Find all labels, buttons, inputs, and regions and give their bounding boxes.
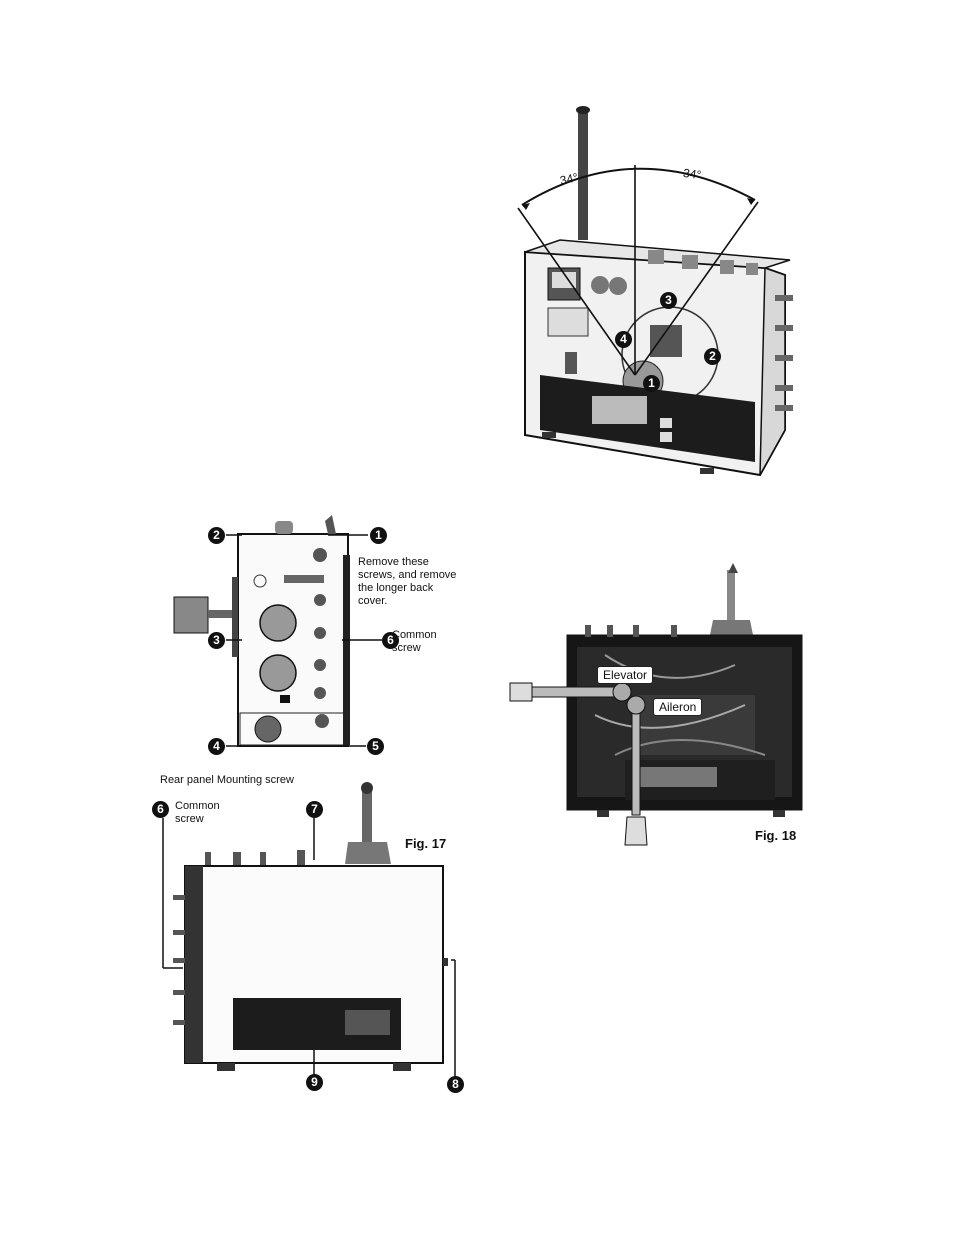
common-screw-label-back: Common screw: [392, 629, 452, 655]
callout-side-6: 6: [152, 801, 169, 818]
figure-17-back-view: 1 2 3 4 5 6 Remove these screws, and rem…: [160, 515, 470, 755]
callout-side-9: 9: [306, 1074, 323, 1091]
callout-side-7: 7: [306, 801, 323, 818]
common-screw-label-side: Common screw: [175, 800, 235, 826]
callout-back-5: 5: [367, 738, 384, 755]
figure-top-transmitter: 34° 34° 1 2 3 4: [500, 100, 800, 485]
callout-1: 1: [643, 375, 660, 392]
callout-2: 2: [704, 348, 721, 365]
side-view-drawing: [155, 780, 470, 1100]
fig-18-caption: Fig. 18: [755, 828, 796, 843]
elevator-label: Elevator: [597, 666, 653, 684]
callout-4: 4: [615, 331, 632, 348]
callout-back-3: 3: [208, 632, 225, 649]
figure-17-side-view: 6 7 8 9 Common screw Fig. 17: [155, 780, 470, 1100]
remove-screws-note: Remove these screws, and remove the long…: [358, 556, 460, 608]
callout-3: 3: [660, 292, 677, 309]
callout-back-1: 1: [370, 527, 387, 544]
callout-side-8: 8: [447, 1076, 464, 1093]
callout-back-4: 4: [208, 738, 225, 755]
transmitter-drawing: [500, 100, 800, 485]
figure-18-open-case: Elevator Aileron: [505, 555, 805, 855]
fig-17-caption: Fig. 17: [405, 836, 446, 851]
aileron-label: Aileron: [653, 698, 702, 716]
callout-back-2: 2: [208, 527, 225, 544]
angle-right-label: 34°: [682, 167, 702, 182]
